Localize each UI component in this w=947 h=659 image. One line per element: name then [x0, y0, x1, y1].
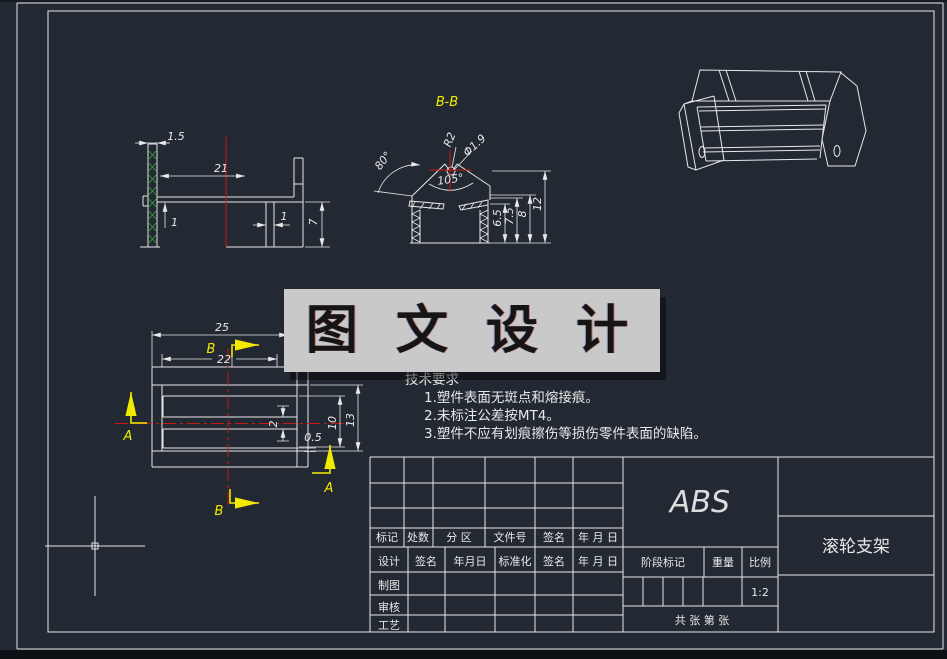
dim-7-5: 7.5	[503, 207, 516, 225]
section-letter-b: B	[215, 504, 224, 519]
dim-22: 22	[217, 353, 231, 366]
cell-doc-no: 文件号	[494, 530, 527, 544]
tech-req-title: 技术要求	[405, 372, 459, 388]
cell-date2: 年月日	[454, 554, 487, 568]
dim-7: 7	[307, 219, 320, 226]
section-letter-b: B	[207, 342, 216, 357]
section-mark-b-top: B	[207, 339, 259, 357]
scale-value: 1:2	[751, 586, 769, 599]
dim-21: 21	[214, 162, 228, 175]
mount-hole-right	[833, 145, 841, 157]
title-block: 标记 处数 分 区 文件号 签名 年 月 日 设计 签名 年月日 标准化 签名 …	[369, 456, 934, 633]
cell-process: 工艺	[378, 619, 400, 632]
top-view: 25 22 2 0.5 10 13 B B	[115, 321, 363, 519]
crosshair-cursor	[45, 496, 145, 596]
dim-105deg: 105°	[436, 171, 464, 188]
cell-sign: 签名	[543, 530, 565, 544]
part-name: 滚轮支架	[822, 537, 890, 557]
dim-rib-1: 1	[281, 210, 288, 223]
technical-requirements: 技术要求 1.塑件表面无斑点和熔接痕。 2.未标注公差按MT4。 3.塑件不应有…	[405, 371, 707, 443]
cell-draw: 制图	[378, 579, 400, 592]
cell-scale-label: 比例	[749, 555, 771, 569]
cell-mark: 标记	[376, 530, 398, 544]
cell-weight: 重量	[712, 555, 734, 569]
dim-6-5: 6.5	[491, 209, 504, 227]
dim-8: 8	[516, 211, 529, 218]
cell-count: 处数	[407, 531, 429, 544]
tech-req-item-3: 3.塑件不应有划痕擦伤等损伤零件表面的缺陷。	[424, 426, 707, 442]
cell-standard: 标准化	[499, 554, 532, 568]
dim-13: 13	[344, 413, 357, 427]
cell-zone: 分 区	[446, 531, 472, 544]
section-mark-b-bottom: B	[215, 489, 259, 519]
dim-plate-1: 1	[171, 216, 178, 229]
cell-date3: 年 月 日	[578, 554, 618, 568]
section-mark-a-left: A	[123, 392, 147, 444]
top-dark-strip	[0, 0, 947, 2]
bottom-dark-strip	[0, 650, 947, 659]
dim-12: 12	[531, 197, 544, 211]
cell-design: 设计	[378, 555, 400, 568]
mount-hole-left	[698, 146, 706, 158]
tech-req-item-1: 1.塑件表面无斑点和熔接痕。	[424, 390, 599, 406]
section-letter-a: A	[123, 429, 133, 444]
dim-10: 10	[326, 416, 339, 430]
material-label: ABS	[668, 485, 730, 520]
dim-1-5: 1.5	[167, 130, 185, 143]
cell-date: 年 月 日	[578, 530, 618, 544]
cell-sign3: 签名	[543, 554, 565, 568]
dim-dia19: Φ1.9	[461, 132, 489, 159]
isometric-view	[678, 69, 867, 171]
section-bb-title: B-B	[436, 95, 458, 110]
leg-hatch	[411, 209, 489, 243]
section-mark-a-right: A	[312, 445, 336, 496]
section-hatch-green	[147, 149, 158, 245]
cell-check: 审核	[378, 600, 400, 614]
section-letter-a: A	[324, 481, 334, 496]
dim-r2: R2	[441, 130, 459, 148]
front-view: 1.5 21 1 1 7	[135, 130, 330, 248]
cell-stage-mark: 阶段标记	[641, 555, 685, 569]
hole-centerlines	[429, 150, 471, 192]
dim-2: 2	[267, 421, 280, 428]
section-view-bb: B-B 80° R2 Φ1.9 105° 6.5 7.5 8 12	[372, 95, 551, 244]
hole-phi19	[446, 166, 456, 176]
watermark-text: 图 文 设 计	[305, 300, 639, 361]
dim-25: 25	[215, 321, 229, 334]
cell-sign2: 签名	[415, 554, 437, 568]
dim-0-5: 0.5	[304, 431, 322, 444]
watermark-banner: 图 文 设 计	[284, 289, 660, 372]
tech-req-item-2: 2.未标注公差按MT4。	[424, 408, 560, 424]
dim-80deg: 80°	[372, 149, 394, 172]
sheet-info: 共 张 第 张	[675, 613, 730, 627]
